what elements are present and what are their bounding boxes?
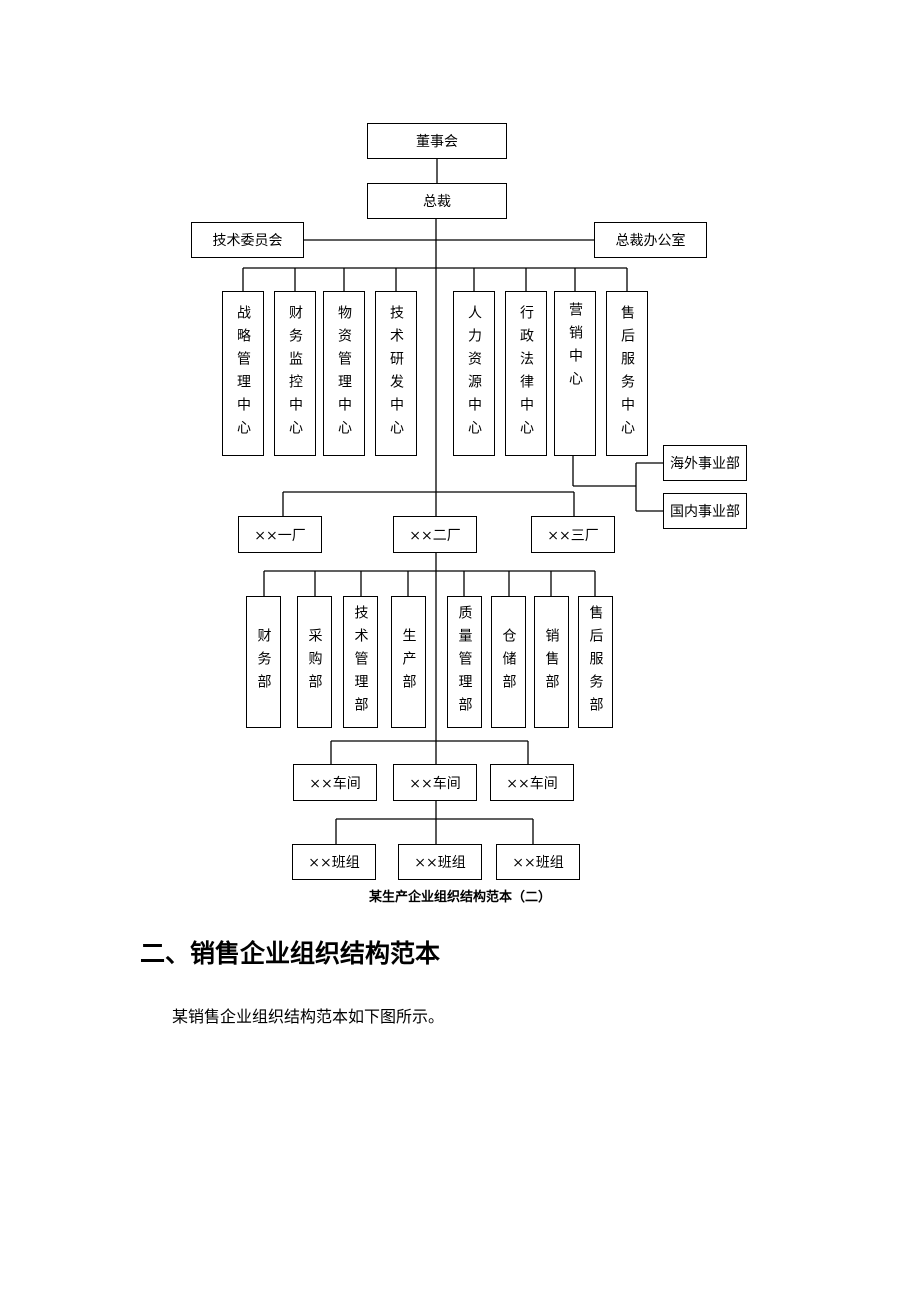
box-department: 销售部 (534, 596, 569, 728)
box-center: 行政法律中心 (505, 291, 547, 456)
box-center: 物资管理中心 (323, 291, 365, 456)
box-department: 质量管理部 (447, 596, 482, 728)
box-team: ××班组 (496, 844, 580, 880)
box-department: 技术管理部 (343, 596, 378, 728)
box-workshop: ××车间 (393, 764, 477, 801)
box-factory: ××三厂 (531, 516, 615, 553)
box-team: ××班组 (292, 844, 376, 880)
box-department: 生产部 (391, 596, 426, 728)
box-center: 售后服务中心 (606, 291, 648, 456)
box-center: 技术研发中心 (375, 291, 417, 456)
box-workshop: ××车间 (293, 764, 377, 801)
figure-caption: 某生产企业组织结构范本（二） (368, 890, 551, 905)
box-president: 总裁 (367, 183, 507, 219)
box-factory: ××一厂 (238, 516, 322, 553)
box-workshop: ××车间 (490, 764, 574, 801)
section-heading: 二、销售企业组织结构范本 (140, 939, 441, 968)
box-tech-committee: 技术委员会 (191, 222, 304, 258)
body-paragraph: 某销售企业组织结构范本如下图所示。 (172, 1007, 445, 1026)
box-department: 售后服务部 (578, 596, 613, 728)
box-division-domestic: 国内事业部 (663, 493, 747, 529)
box-center: 财务监控中心 (274, 291, 316, 456)
box-division-overseas: 海外事业部 (663, 445, 747, 481)
box-center: 战略管理中心 (222, 291, 264, 456)
box-department: 财务部 (246, 596, 281, 728)
box-center: 人力资源中心 (453, 291, 495, 456)
box-department: 采购部 (297, 596, 332, 728)
box-president-office: 总裁办公室 (594, 222, 707, 258)
box-factory: ××二厂 (393, 516, 477, 553)
box-team: ××班组 (398, 844, 482, 880)
box-center-marketing: 营销中心 (554, 291, 596, 456)
box-department: 仓储部 (491, 596, 526, 728)
box-board: 董事会 (367, 123, 507, 159)
